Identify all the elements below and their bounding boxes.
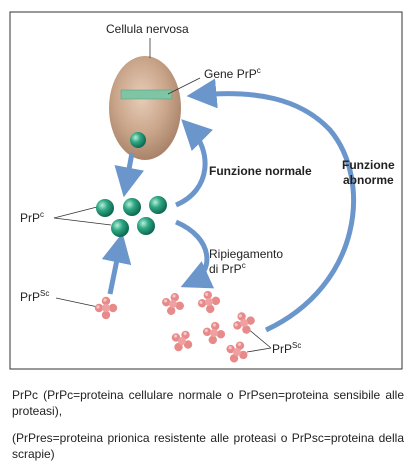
- normal-function-label: Funzione normale: [209, 164, 312, 178]
- prion: [201, 320, 227, 346]
- arrow-prion-up: [101, 232, 132, 295]
- prpsc-right-leader-2: [246, 347, 272, 353]
- prpc-label: PrPc: [20, 210, 45, 226]
- caption-2: (PrPres=proteina prionica resistente all…: [12, 431, 404, 461]
- diagram-frame: [9, 11, 403, 370]
- prion-cluster: [159, 289, 259, 367]
- cell-label: Cellula nervosa: [106, 22, 189, 36]
- prion: [166, 325, 198, 357]
- prpc-protein: [137, 217, 155, 235]
- prpsc-right-label: PrPSc: [272, 341, 302, 357]
- abnormal-function-label-1: Funzione: [342, 158, 395, 172]
- gene-label: Gene PrPc: [204, 66, 261, 82]
- arrow-abnormal-function: [186, 78, 357, 333]
- refolding-label-2: di PrPc: [209, 261, 246, 277]
- prion-diagram: [9, 11, 403, 370]
- prion: [159, 290, 187, 318]
- protein-in-cell: [130, 132, 146, 148]
- prpsc-left-leader: [55, 297, 99, 308]
- prion: [229, 308, 259, 338]
- arrow-refolding: [174, 219, 215, 289]
- prion: [196, 289, 222, 315]
- arrow-cell-to-protein: [114, 152, 144, 198]
- refolding-label-1: Ripiegamento: [209, 247, 284, 261]
- prpc-leader-1: [53, 206, 98, 219]
- gene-bar: [120, 89, 173, 100]
- abnormal-function-label-2: abnorme: [343, 173, 394, 187]
- prion-left: [94, 296, 118, 320]
- prpc-leader-2: [53, 217, 112, 226]
- prpsc-left-label: PrPSc: [20, 289, 50, 305]
- prpc-protein: [123, 198, 141, 216]
- prpsc-right-leader-1: [246, 327, 272, 349]
- prpc-protein: [96, 199, 114, 217]
- nerve-cell: [109, 56, 181, 160]
- prpc-protein: [149, 196, 167, 214]
- prpc-protein: [111, 219, 129, 237]
- arrow-normal-function: [174, 119, 213, 208]
- caption-1: PrPc (PrPc=proteina cellulare normale o …: [12, 388, 404, 418]
- prpc-cluster: [96, 196, 167, 237]
